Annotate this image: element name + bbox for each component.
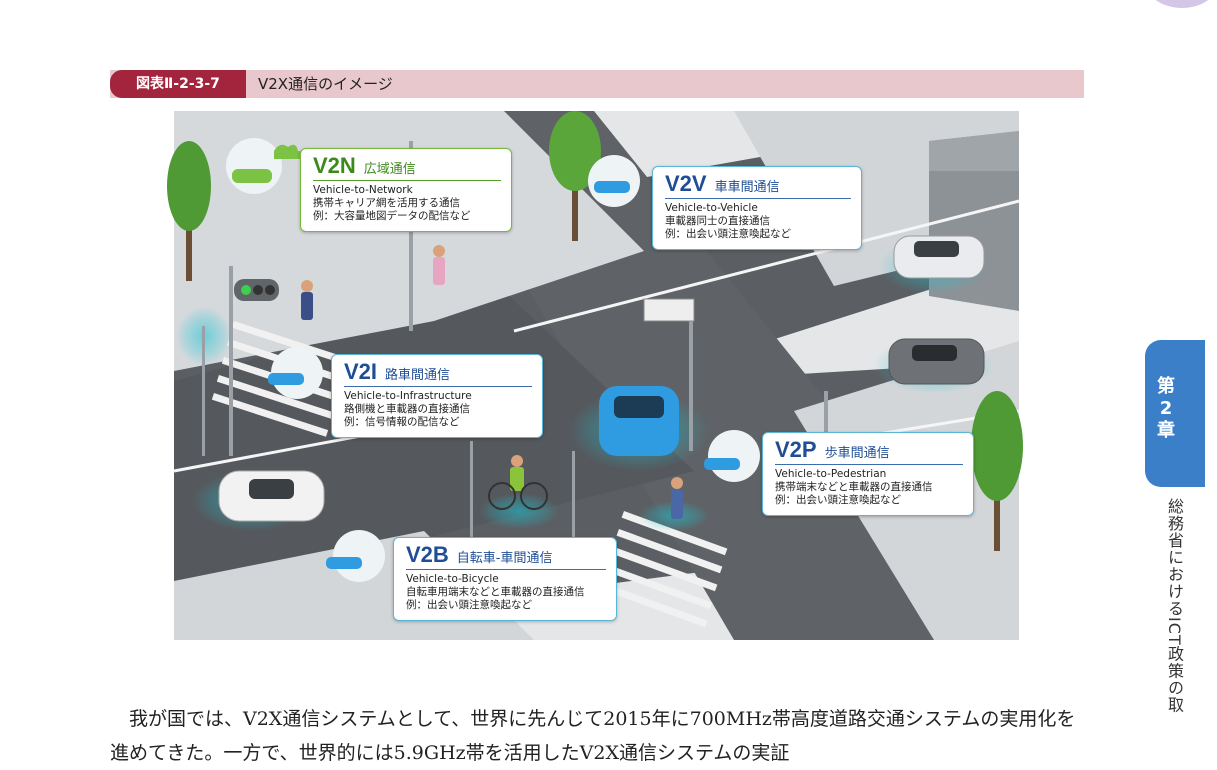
callout-v2p: V2P 歩車間通信 Vehicle-to-Pedestrian 携帯端末などと車…: [762, 432, 974, 516]
chapter-tab-label: 第: [1157, 376, 1175, 397]
callout-v2i-code: V2I: [344, 359, 378, 384]
callout-v2n: V2N 広域通信 Vehicle-to-Network 携帯キャリア網を活用する…: [300, 148, 512, 232]
callout-v2n-line: 携帯キャリア網を活用する通信: [313, 197, 460, 209]
callout-v2p-code: V2P: [775, 437, 817, 462]
callout-v2p-line: Vehicle-to-Pedestrian: [775, 468, 887, 480]
callout-v2i-title: 路車間通信: [385, 368, 451, 383]
callout-v2n-line: Vehicle-to-Network: [313, 184, 413, 196]
callout-v2b-title: 自転車-車間通信: [456, 551, 553, 566]
body-paragraph: 我が国では、V2X通信システムとして、世界に先んじて2015年に700MHz帯高…: [110, 708, 1076, 764]
callout-v2v-line: 車載器同士の直接通信: [665, 215, 770, 227]
chapter-tab-number: 2: [1159, 398, 1173, 419]
callout-v2n-code: V2N: [313, 153, 356, 178]
callout-v2v-header: V2V 車車間通信: [665, 171, 851, 199]
corner-decoration: [1147, 0, 1217, 8]
callout-v2b-header: V2B 自転車-車間通信: [406, 542, 606, 570]
chapter-tab[interactable]: 第 2 章: [1145, 340, 1205, 487]
callout-v2p-line: 例：出会い頭注意喚起など: [775, 494, 901, 506]
callout-v2i-line: 路側機と車載器の直接通信: [344, 403, 470, 415]
callout-v2i-line: Vehicle-to-Infrastructure: [344, 390, 472, 402]
callout-v2v: V2V 車車間通信 Vehicle-to-Vehicle 車載器同士の直接通信 …: [652, 166, 862, 250]
callout-v2b-line: Vehicle-to-Bicycle: [406, 573, 499, 585]
callout-v2b-line: 例：出会い頭注意喚起など: [406, 599, 532, 611]
callout-v2i-line: 例：信号情報の配信など: [344, 416, 460, 428]
callout-v2v-line: Vehicle-to-Vehicle: [665, 202, 758, 214]
figure-number: 図表Ⅱ-2-3-7: [110, 70, 246, 98]
figure-caption-bar: [110, 70, 1084, 98]
callout-v2n-title: 広域通信: [363, 162, 416, 177]
callout-v2b: V2B 自転車-車間通信 Vehicle-to-Bicycle 自転車用端末など…: [393, 537, 617, 621]
callout-v2v-title: 車車間通信: [714, 180, 780, 195]
callout-v2n-header: V2N 広域通信: [313, 153, 501, 181]
chapter-tab-label: 章: [1157, 420, 1175, 441]
callout-v2n-line: 例：大容量地図データの配信など: [313, 210, 471, 222]
callout-v2p-header: V2P 歩車間通信: [775, 437, 963, 465]
callout-v2v-line: 例：出会い頭注意喚起など: [665, 228, 791, 240]
callout-v2b-code: V2B: [406, 542, 449, 567]
side-running-title: 総務省におけるICT政策の取: [1165, 498, 1184, 714]
figure-title: V2X通信のイメージ: [258, 75, 393, 93]
callout-v2p-title: 歩車間通信: [824, 446, 890, 461]
callout-v2b-line: 自転車用端末などと車載器の直接通信: [406, 586, 585, 598]
callout-v2p-line: 携帯端末などと車載器の直接通信: [775, 481, 933, 493]
callout-v2i: V2I 路車間通信 Vehicle-to-Infrastructure 路側機と…: [331, 354, 543, 438]
callout-v2v-code: V2V: [665, 171, 707, 196]
callout-v2i-header: V2I 路車間通信: [344, 359, 532, 387]
